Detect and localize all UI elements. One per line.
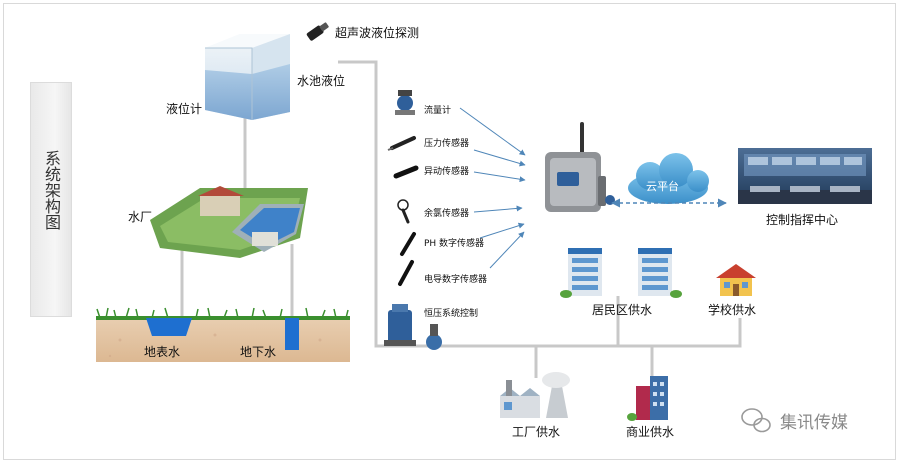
control-center-image bbox=[738, 148, 872, 204]
tank-level-label: 液位计 bbox=[166, 102, 203, 116]
ground-section bbox=[96, 307, 350, 362]
flow-meter-label: 流量计 bbox=[424, 106, 452, 116]
water-tank bbox=[205, 34, 290, 120]
conductivity-sensor-icon bbox=[398, 260, 414, 286]
pressure-sensor-icon bbox=[387, 136, 416, 151]
sensor-arrows bbox=[459, 107, 526, 269]
cloud-label: 云平台 bbox=[646, 180, 679, 193]
residential-buildings-icon bbox=[560, 248, 682, 298]
chlorine-sensor-icon bbox=[397, 199, 410, 224]
ultrasonic-label: 超声波液位探测 bbox=[335, 26, 420, 40]
factory-icon bbox=[500, 372, 570, 418]
cloud-icon bbox=[628, 153, 709, 204]
surface-water-label: 地表水 bbox=[144, 345, 181, 359]
pool-level-label: 水池液位 bbox=[297, 74, 346, 88]
title-panel bbox=[30, 82, 72, 317]
chlorine-sensor-label: 余氯传感器 bbox=[424, 209, 470, 219]
flow-meter-icon bbox=[395, 90, 415, 115]
pressure-sensor-label: 压力传感器 bbox=[424, 139, 470, 149]
factory-label: 工厂供水 bbox=[512, 425, 561, 439]
ultrasonic-probe bbox=[306, 22, 329, 41]
water-plant bbox=[150, 186, 308, 258]
plant-label: 水厂 bbox=[128, 210, 153, 224]
gateway-device bbox=[545, 122, 615, 212]
groundwater-label: 地下水 bbox=[240, 345, 277, 359]
wechat-icon bbox=[741, 408, 771, 433]
conductivity-sensor-label: 电导数字传感器 bbox=[424, 275, 488, 285]
school-label: 学校供水 bbox=[708, 303, 757, 317]
pipe-network bbox=[180, 60, 742, 380]
diagram-frame bbox=[3, 3, 896, 460]
diagram-title: 系统架构图 bbox=[42, 150, 61, 230]
commercial-building-icon bbox=[627, 376, 668, 421]
pump-icon bbox=[384, 304, 442, 350]
residential-label: 居民区供水 bbox=[592, 303, 653, 317]
commercial-label: 商业供水 bbox=[626, 425, 675, 439]
school-building-icon bbox=[716, 264, 756, 296]
vibration-sensor-icon bbox=[393, 165, 419, 179]
control-center-label: 控制指挥中心 bbox=[766, 213, 839, 227]
ph-sensor-icon bbox=[400, 232, 416, 256]
vibration-sensor-label: 异动传感器 bbox=[424, 167, 470, 177]
ph-sensor-label: PH 数字传感器 bbox=[424, 239, 485, 249]
watermark-text: 集讯传媒 bbox=[780, 413, 848, 433]
constant-pressure-label: 恒压系统控制 bbox=[424, 309, 479, 319]
